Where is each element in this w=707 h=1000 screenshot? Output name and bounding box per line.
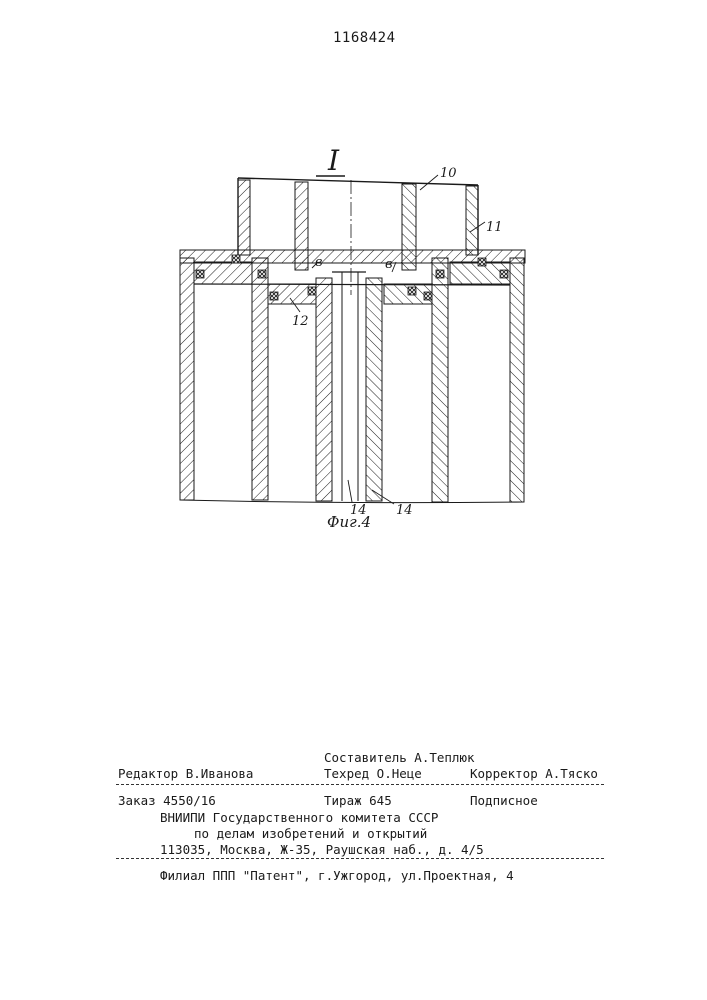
core-tube-left bbox=[316, 278, 332, 501]
mid-tube-right bbox=[432, 258, 448, 502]
org-line-2: по делам изобретений и открытий bbox=[194, 828, 427, 841]
corrector-line: Корректор А.Тяско bbox=[470, 768, 598, 781]
core-tube-right bbox=[366, 278, 382, 501]
mid-tube-left bbox=[252, 258, 268, 500]
label-12: 12 bbox=[292, 314, 309, 329]
upper-pipe bbox=[238, 178, 478, 255]
section-mark: I bbox=[316, 144, 345, 177]
order-line: Заказ 4550/16 bbox=[118, 795, 216, 808]
divider-top bbox=[116, 784, 604, 785]
label-10: 10 bbox=[440, 166, 457, 181]
label-b-right: в bbox=[385, 257, 393, 272]
pipe-wall-left-outer bbox=[238, 180, 250, 255]
label-b-left: в bbox=[315, 255, 323, 270]
pipe-wall-right-outer bbox=[466, 186, 478, 255]
label-14-right: 14 bbox=[396, 503, 413, 518]
org-line-3: 113035, Москва, Ж-35, Раушская наб., д. … bbox=[160, 844, 484, 857]
housing-wall-right bbox=[510, 258, 524, 502]
techred-line: Техред О.Неце bbox=[324, 768, 422, 781]
branch-line: Филиал ППП "Патент", г.Ужгород, ул.Проек… bbox=[160, 870, 514, 883]
editor-line: Редактор В.Иванова bbox=[118, 768, 253, 781]
org-line-1: ВНИИПИ Государственного комитета СССР bbox=[160, 812, 438, 825]
circulation-line: Тираж 645 bbox=[324, 795, 392, 808]
figure-caption: Фиг.4 bbox=[327, 513, 371, 531]
divider-bottom bbox=[116, 858, 604, 859]
housing-wall-left bbox=[180, 258, 194, 500]
svg-text:I: I bbox=[327, 144, 340, 177]
compiler-line: Составитель А.Теплюк bbox=[324, 752, 475, 765]
label-11: 11 bbox=[486, 220, 503, 235]
subscription-line: Подписное bbox=[470, 795, 538, 808]
